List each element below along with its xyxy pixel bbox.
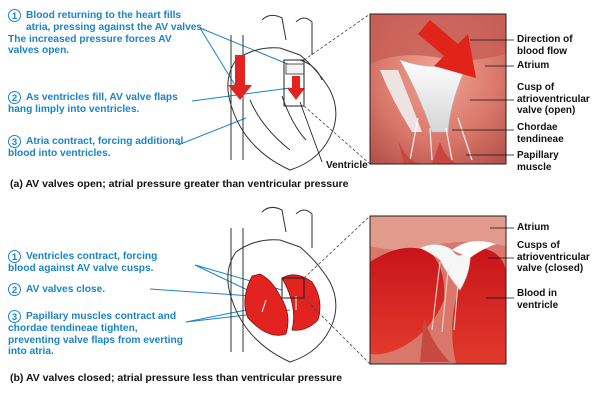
panel-b-ventricles [244, 273, 321, 336]
step-line: As ventricles fill, AV valve flaps [26, 92, 178, 103]
label-line: ventricle [517, 299, 559, 311]
step-number-badge: 3 [8, 135, 21, 148]
step-line: Blood returning to the heart fills [26, 10, 182, 21]
panel-a-label-lines [452, 39, 514, 156]
label-line: valve (closed) [517, 263, 584, 274]
panel-b-caption: (b) AV valves closed; atrial pressure le… [10, 372, 342, 384]
panel-a-closeup-frame [369, 13, 507, 165]
label-line: Direction of [517, 34, 573, 45]
step-line: Ventricles contract, forcing [26, 251, 158, 262]
step-line: AV valves close. [26, 284, 106, 295]
label-line: atrioventricular [517, 251, 590, 263]
label-line: blood flow [517, 45, 567, 57]
panel-b-zoom-lines [303, 215, 371, 365]
step-number-badge: 2 [8, 91, 21, 104]
label-line: Atrium [517, 222, 550, 233]
step-line: atria, pressing against the AV valves. [26, 21, 205, 33]
step-number-badge: 1 [8, 250, 21, 263]
label-cusp-open: Cusp of atrioventricular valve (open) [517, 82, 590, 117]
label-cusps-closed: Cusps of atrioventricular valve (closed) [517, 240, 590, 275]
step-line: Atria contract, forcing additional [26, 136, 184, 147]
label-direction-of-blood-flow: Direction of blood flow [517, 34, 573, 57]
step-number-badge: 3 [8, 310, 21, 323]
panel-b-valve-closeup [370, 216, 506, 364]
caption-letter: (b) [10, 372, 24, 384]
label-line: atrioventricular [517, 93, 590, 105]
step-number-badge: 2 [8, 283, 21, 296]
ventricle-pointer [299, 101, 323, 163]
panel-a-zoom-box [283, 59, 305, 107]
panel-a-valve-closeup [370, 14, 506, 164]
step-line: valves open. [8, 45, 70, 57]
label-blood-in-ventricle: Blood in ventricle [517, 288, 558, 311]
panel-a-zoom-lines [303, 13, 371, 165]
step-line: preventing valve flaps from everting [8, 334, 183, 346]
label-chordae-tendineae: Chordae tendineae [517, 122, 564, 145]
label-atrium-a: Atrium [517, 60, 549, 72]
caption-text: AV valves closed; atrial pressure less t… [25, 372, 343, 384]
ventricle-label: Ventricle [326, 160, 368, 171]
label-line: tendineae [517, 133, 564, 145]
panel-b-label-lines [486, 227, 514, 299]
panel-a-blood-arrows [228, 55, 305, 100]
label-line: Cusp of [517, 82, 555, 93]
label-line: Atrium [517, 60, 550, 71]
step-number-badge: 1 [8, 9, 21, 22]
step-line: into atria. [8, 346, 54, 358]
caption-letter: (a) [10, 178, 23, 190]
label-line: Papillary [517, 150, 559, 161]
label-papillary-muscle: Papillary muscle [517, 150, 559, 173]
label-line: valve (open) [517, 105, 576, 116]
step-line: hang limply into ventricles. [8, 103, 140, 115]
step-line: blood into ventricles. [8, 147, 111, 159]
panel-b-zoom-box [281, 277, 305, 299]
label-line: Blood in [517, 288, 557, 299]
panel-a-caption: (a) AV valves open; atrial pressure grea… [10, 178, 348, 190]
step-line: blood against AV valve cusps. [8, 262, 154, 274]
label-line: Cusps of [517, 240, 560, 251]
caption-text: AV valves open; atrial pressure greater … [25, 178, 349, 190]
step-line: Papillary muscles contract and [26, 311, 177, 322]
label-line: muscle [517, 161, 552, 173]
panel-b-closeup-frame [369, 215, 507, 365]
label-line: Chordae [517, 122, 558, 133]
step-line: The increased pressure forces AV [8, 33, 172, 45]
label-atrium-b: Atrium [517, 222, 549, 234]
panel-b-heart-outline [227, 206, 337, 363]
step-line: chordae tendineae tighten, [8, 322, 138, 334]
